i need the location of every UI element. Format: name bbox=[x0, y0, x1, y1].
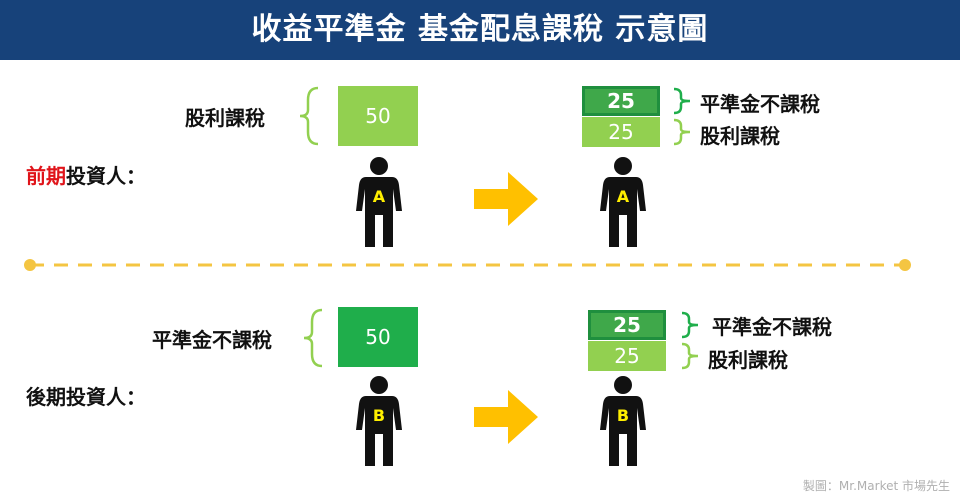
credit-text: 製圖：Mr.Market 市場先生 bbox=[802, 479, 950, 493]
person-b-after-letter: B bbox=[617, 406, 629, 425]
top-arrow-icon bbox=[474, 172, 538, 226]
person-a-after-icon: A bbox=[600, 157, 646, 247]
section-divider bbox=[24, 259, 911, 271]
bottom-after-bottom-brace bbox=[681, 342, 699, 370]
top-after-bottom-label: 股利課稅 bbox=[700, 124, 780, 148]
person-a-before-icon: A bbox=[356, 157, 402, 247]
bottom-after-top-box: 25 bbox=[588, 310, 666, 340]
person-a-after-letter: A bbox=[617, 187, 630, 206]
person-b-after-icon: B bbox=[600, 376, 646, 466]
top-before-brace bbox=[299, 86, 319, 146]
bottom-investor-label: 後期投資人： bbox=[26, 385, 146, 409]
person-a-before-letter: A bbox=[373, 187, 386, 206]
bottom-arrow-icon bbox=[474, 390, 538, 444]
top-investor-label: 前期投資人： bbox=[26, 160, 146, 189]
bottom-after-bottom-label: 股利課稅 bbox=[708, 348, 788, 372]
top-after-top-box: 25 bbox=[582, 86, 660, 116]
person-b-before-letter: B bbox=[373, 406, 385, 425]
top-investor-suffix: 投資人： bbox=[66, 164, 146, 188]
top-after-bottom-brace bbox=[673, 118, 691, 146]
top-after-bottom-box: 25 bbox=[582, 117, 660, 147]
title-banner: 收益平準金 基金配息課稅 示意圖 bbox=[0, 0, 960, 60]
top-investor-prefix: 前期 bbox=[26, 164, 66, 188]
bottom-before-box: 50 bbox=[338, 307, 418, 367]
top-after-top-brace bbox=[673, 87, 691, 115]
top-before-label: 股利課稅 bbox=[185, 106, 265, 130]
bottom-before-label: 平準金不課稅 bbox=[152, 328, 272, 352]
top-before-box: 50 bbox=[338, 86, 418, 146]
bottom-after-top-brace bbox=[681, 311, 699, 339]
person-b-before-icon: B bbox=[356, 376, 402, 466]
top-after-top-label: 平準金不課稅 bbox=[700, 92, 820, 116]
bottom-before-brace bbox=[303, 308, 323, 368]
bottom-after-bottom-box: 25 bbox=[588, 341, 666, 371]
bottom-after-top-label: 平準金不課稅 bbox=[712, 315, 832, 339]
